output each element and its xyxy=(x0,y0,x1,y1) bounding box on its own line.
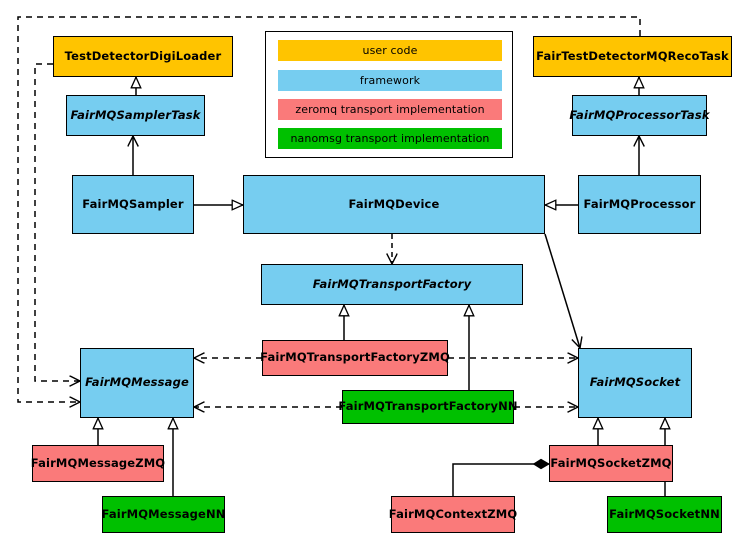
class-node-fairtestdetectormqrecotask[interactable]: FairTestDetectorMQRecoTask xyxy=(533,36,732,77)
class-node-fairmqsocket[interactable]: FairMQSocket xyxy=(578,348,692,418)
class-node-fairmqsocketnn[interactable]: FairMQSocketNN xyxy=(607,496,722,533)
legend-item-user-code: user code xyxy=(278,40,502,61)
class-node-fairmqprocessortask[interactable]: FairMQProcessorTask xyxy=(569,95,709,136)
class-node-fairmqtransportfactorynn[interactable]: FairMQTransportFactoryNN xyxy=(338,390,518,424)
class-node-fairmqsamplertask[interactable]: FairMQSamplerTask xyxy=(66,95,205,136)
class-node-fairmqdevice[interactable]: FairMQDevice xyxy=(243,175,545,234)
class-node-fairmqcontextzmq[interactable]: FairMQContextZMQ xyxy=(389,496,517,533)
class-node-fairmqmessagenn[interactable]: FairMQMessageNN xyxy=(102,496,225,533)
class-node-fairmqmessage[interactable]: FairMQMessage xyxy=(80,348,194,418)
legend-item-nanomsg: nanomsg transport implementation xyxy=(278,128,502,149)
legend-panel: user code framework zeromq transport imp… xyxy=(265,31,513,158)
legend-item-zeromq: zeromq transport implementation xyxy=(278,99,502,120)
edge-device-to-socket xyxy=(544,233,580,348)
class-node-fairmqtransportfactoryzmq[interactable]: FairMQTransportFactoryZMQ xyxy=(260,340,450,376)
class-node-fairmqsocketzmq[interactable]: FairMQSocketZMQ xyxy=(549,445,673,482)
class-node-fairmqprocessor[interactable]: FairMQProcessor xyxy=(578,175,701,234)
legend-item-framework: framework xyxy=(278,70,502,91)
class-node-fairmqtransportfactory[interactable]: FairMQTransportFactory xyxy=(261,264,523,305)
class-node-fairmqsampler[interactable]: FairMQSampler xyxy=(72,175,194,234)
class-node-fairmqmessagezmq[interactable]: FairMQMessageZMQ xyxy=(31,445,165,482)
class-node-testdetectordigiloader[interactable]: TestDetectorDigiLoader xyxy=(53,36,233,77)
